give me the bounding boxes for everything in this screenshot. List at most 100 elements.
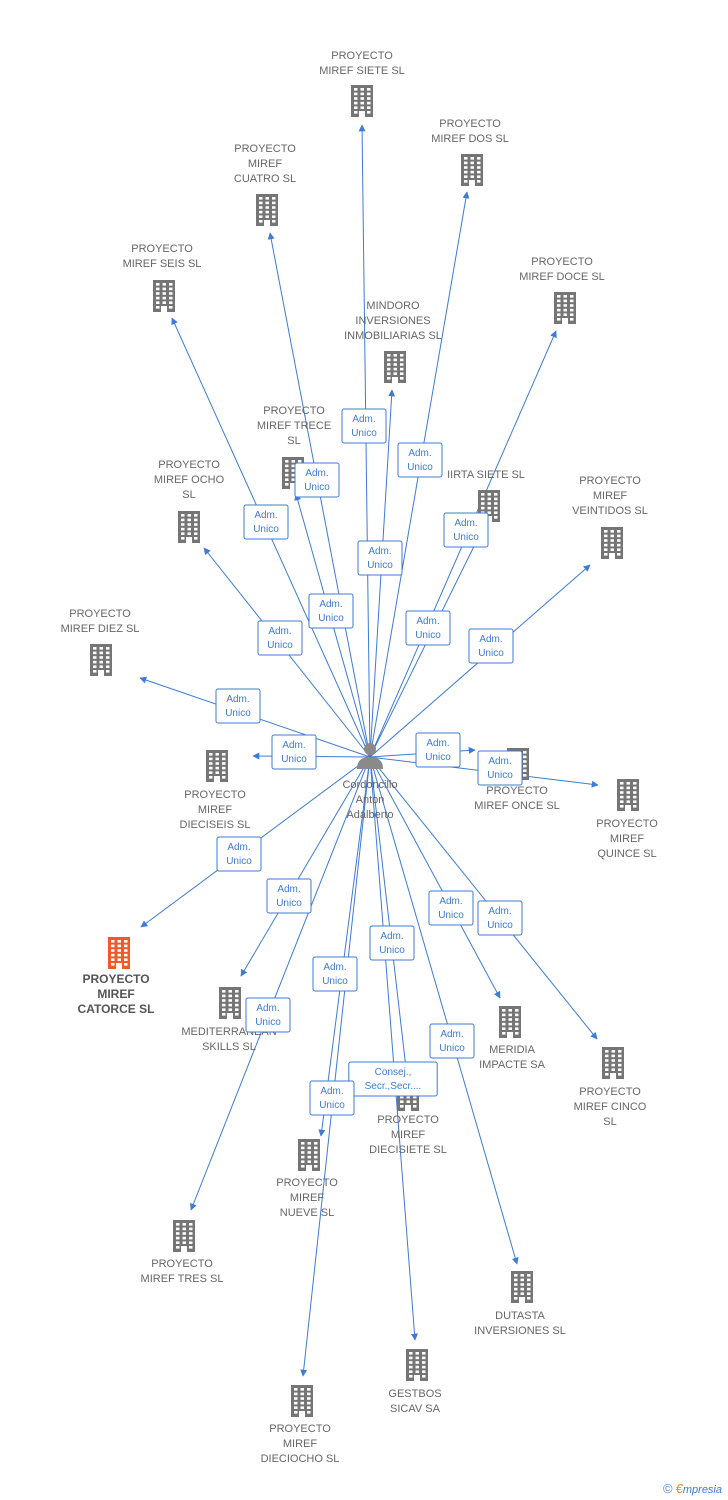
edge-label-doce[interactable]: Adm.Unico [443, 512, 489, 548]
edge-label-gestbos[interactable]: Adm.Unico [369, 925, 415, 961]
edge-label-cinco[interactable]: Adm.Unico [477, 900, 523, 936]
company-name: INMOBILIARIAS SL [344, 330, 442, 342]
edge-label-dutasta[interactable]: Adm.Unico [429, 1023, 475, 1059]
edge-label-text: Unico [478, 648, 504, 659]
company-name: VEINTIDOS SL [572, 505, 648, 517]
company-name: CUATRO SL [234, 173, 296, 185]
edge-label-text: Adm. [268, 626, 291, 637]
edge-mediterranean [240, 756, 371, 977]
edge-label-veintidos[interactable]: Adm.Unico [468, 628, 514, 664]
building-icon [256, 194, 278, 226]
edge-label-text: Adm. [320, 1086, 343, 1097]
edge-label-text: Unico [487, 770, 513, 781]
edge-label-text: Adm. [488, 756, 511, 767]
edge-label-diez[interactable]: Adm.Unico [215, 688, 261, 724]
company-name: IMPACTE SA [479, 1059, 545, 1071]
building-icon [617, 779, 639, 811]
edge-label-catorce[interactable]: Adm.Unico [216, 836, 262, 872]
company-name: MIREF [290, 1192, 325, 1204]
edge-label-ocho[interactable]: Adm.Unico [257, 620, 303, 656]
edge-label-text: Unico [351, 428, 377, 439]
company-name: MIREF DIEZ SL [61, 623, 140, 635]
edge-label-quince[interactable]: Adm. Unico [477, 750, 523, 786]
company-name: MIREF TRECE [257, 420, 331, 432]
person-icon [357, 743, 383, 769]
building-icon [291, 1385, 313, 1417]
building-icon [153, 280, 175, 312]
building-icon [173, 1220, 195, 1252]
company-name: PROYECTO [69, 608, 131, 620]
edge-label-text: Adm. [319, 599, 342, 610]
edge-label-mindoro[interactable]: Adm.Unico [357, 540, 403, 576]
building-icon [351, 85, 373, 117]
edge-label-text: Unico [318, 613, 344, 624]
company-name: PROYECTO [439, 118, 501, 130]
building-icon [554, 292, 576, 324]
company-name: SICAV SA [390, 1403, 441, 1415]
edge-label-tres[interactable]: Adm.Unico [245, 997, 291, 1033]
edge-label-text: Unico [304, 482, 330, 493]
edge-label-seis[interactable]: Adm.Unico [243, 504, 289, 540]
edge-label-siete[interactable]: Adm.Unico [341, 408, 387, 444]
edge-meridia [369, 756, 501, 999]
company-name: SL [182, 489, 195, 501]
building-icon [602, 1047, 624, 1079]
edge-label-text: Unico [367, 560, 393, 571]
company-name: MIREF ONCE SL [474, 800, 560, 812]
edge-label-trece[interactable]: Adm. Unico [308, 593, 354, 629]
person-name: Cordoncillo [342, 779, 397, 791]
edge-label-nueve[interactable]: Adm.Unico [312, 956, 358, 992]
company-name: MIREF SIETE SL [319, 65, 405, 77]
edge-label-iirta[interactable]: Adm.Unico [405, 610, 451, 646]
building-icon [384, 351, 406, 383]
edge-label-mediterranean[interactable]: Adm.Unico [266, 878, 312, 914]
edge-label-meridia[interactable]: Adm.Unico [428, 890, 474, 926]
edge-label-dieciocho[interactable]: Adm.Unico [309, 1080, 355, 1116]
company-node-diez[interactable]: PROYECTO MIREF DIEZ SL [61, 608, 140, 676]
edge-label-text: Unico [487, 920, 513, 931]
company-name: DIECIOCHO SL [261, 1453, 340, 1465]
company-node-trece[interactable]: PROYECTO MIREF TRECE SL [257, 405, 331, 489]
footer-brand[interactable]: ©€mpresia [663, 1481, 722, 1496]
edge-label-text: Adm. [277, 884, 300, 895]
edge-label-text: Adm. [408, 448, 431, 459]
edge-label-text: Adm. [426, 738, 449, 749]
edge-diecisiete [369, 756, 409, 1069]
company-name: INVERSIONES [355, 315, 430, 327]
edge-dieciocho [300, 756, 371, 1377]
company-name: SL [603, 1116, 616, 1128]
company-name: SL [287, 435, 300, 447]
company-name: PROYECTO [263, 405, 325, 417]
edge-label-text: Unico [253, 524, 279, 535]
company-name: PROYECTO [531, 256, 593, 268]
company-name: DIECISIETE SL [369, 1144, 447, 1156]
edge-label-cuatro[interactable]: Adm.Unico [294, 462, 340, 498]
building-icon [601, 527, 623, 559]
edge-label-once[interactable]: Adm.Unico [415, 732, 461, 768]
edge-label-dos[interactable]: Adm.Unico [397, 442, 443, 478]
company-name: MIREF [97, 987, 134, 1001]
edge-label-dieciseis[interactable]: Adm.Unico [271, 734, 317, 770]
edge-label-text: Unico [439, 1043, 465, 1054]
edge-label-diecisiete[interactable]: Consej.,Secr.,Secr.... [348, 1061, 438, 1097]
edge-label-text: Unico [453, 532, 479, 543]
